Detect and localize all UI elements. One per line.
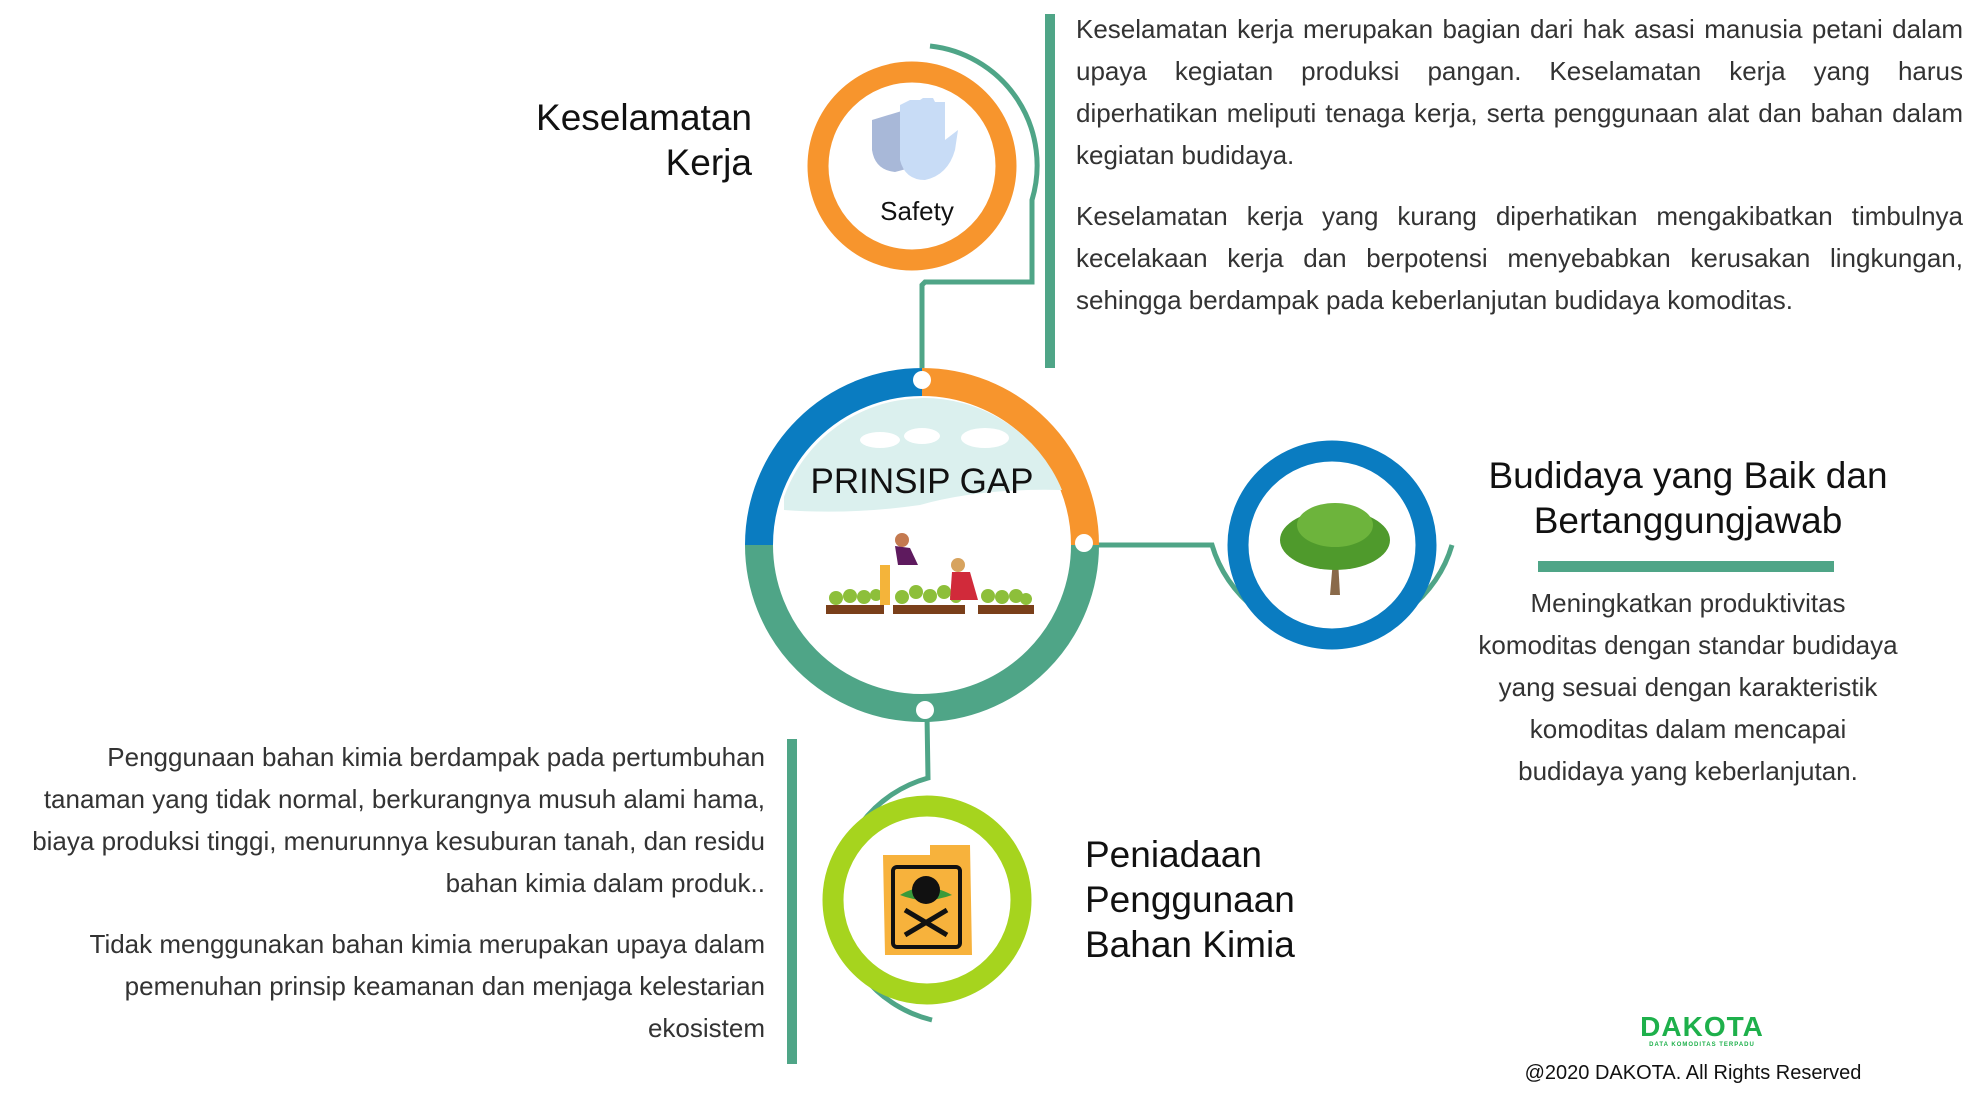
kimia-divider — [787, 739, 797, 1064]
safety-connector — [919, 43, 1040, 368]
budidaya-line: komoditas dalam mencapai — [1529, 714, 1847, 744]
kimia-description: Penggunaan bahan kimia berdampak pada pe… — [20, 736, 765, 1068]
safety-description: Keselamatan kerja merupakan bagian dari … — [1076, 8, 1963, 340]
safety-circle — [807, 61, 1017, 271]
budidaya-divider — [1538, 561, 1834, 572]
budidaya-line: Meningkatkan produktivitas — [1530, 588, 1846, 618]
budidaya-description: Meningkatkan produktivitas komoditas den… — [1438, 582, 1938, 792]
budidaya-title: Budidaya yang Baik dan Bertanggungjawab — [1438, 453, 1938, 543]
safety-icon-label: Safety — [880, 196, 954, 226]
gloves-icon — [872, 98, 958, 180]
logo-subtitle: DATA KOMODITAS TERPADU — [1649, 1042, 1755, 1048]
safety-divider — [1045, 14, 1055, 368]
kimia-title-line: Bahan Kimia — [1085, 924, 1295, 965]
safety-paragraph-2: Keselamatan kerja yang kurang diperhatik… — [1076, 201, 1963, 315]
budidaya-line: yang sesuai dengan karakteristik — [1498, 672, 1878, 702]
center-ring — [745, 368, 1099, 722]
budidaya-line: komoditas dengan standar budidaya — [1478, 630, 1898, 660]
budidaya-line: budidaya yang keberlanjutan. — [1518, 756, 1858, 786]
kimia-paragraph-1: Penggunaan bahan kimia berdampak pada pe… — [32, 742, 765, 898]
kimia-paragraph-2: Tidak menggunakan bahan kimia merupakan … — [89, 929, 765, 1043]
safety-paragraph-1: Keselamatan kerja merupakan bagian dari … — [1076, 14, 1963, 170]
poison-skull-icon — [883, 845, 972, 955]
kimia-title-line: Penggunaan — [1085, 879, 1295, 920]
kimia-title-line: Peniadaan — [1085, 834, 1262, 875]
farm-illustration — [826, 533, 1034, 614]
budidaya-circle — [1227, 440, 1437, 650]
safety-title-line2: Kerja — [665, 142, 752, 183]
safety-title-line1: Keselamatan — [536, 97, 752, 138]
tree-icon — [1280, 503, 1390, 595]
center-title: PRINSIP GAP — [810, 462, 1034, 501]
copyright: @2020 DAKOTA. All Rights Reserved — [1524, 1062, 1862, 1084]
kimia-title: Peniadaan Penggunaan Bahan Kimia — [1085, 832, 1385, 967]
safety-title: Keselamatan Kerja — [450, 95, 752, 185]
budidaya-title-line1: Budidaya yang Baik dan — [1488, 455, 1888, 496]
logo-text: DAKOTA — [1640, 1011, 1764, 1042]
dakota-logo: DAKOTA DATA KOMODITAS TERPADU — [1632, 1011, 1772, 1049]
kimia-circle — [822, 795, 1032, 1005]
budidaya-title-line2: Bertanggungjawab — [1533, 500, 1843, 541]
